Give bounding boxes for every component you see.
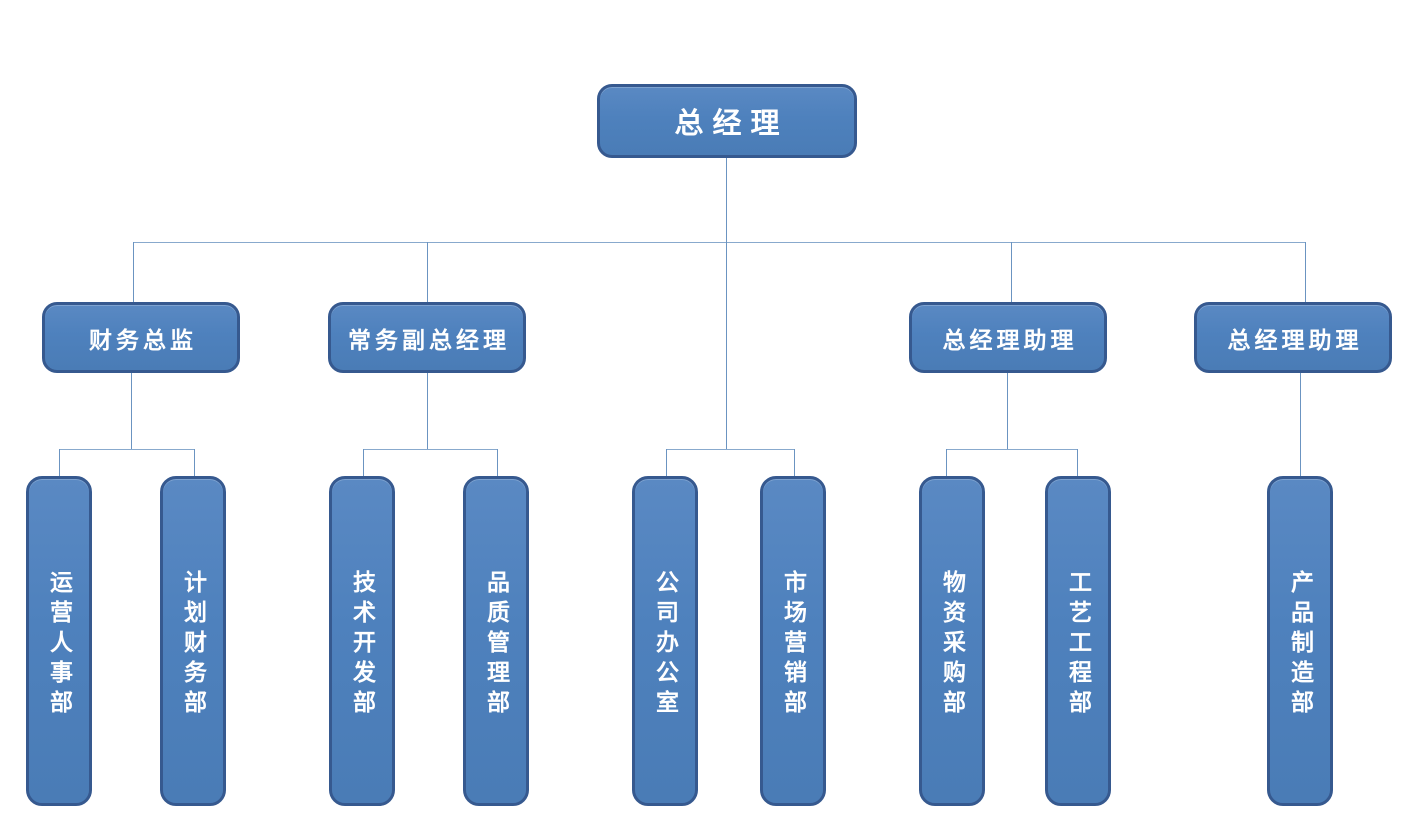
connector-finance-group-stem — [131, 373, 132, 449]
connector-center-stem — [726, 242, 727, 450]
connector-deputy-group-rail — [363, 449, 498, 450]
connector-drop-deputy-gm — [427, 242, 428, 303]
node-dept-marketing-label: 市场营销部 — [779, 569, 807, 720]
node-gm-assistant-2-label: 总经理助理 — [1227, 326, 1363, 354]
node-dept-operations-hr: 运营人事部 — [26, 476, 92, 806]
node-dept-marketing: 市场营销部 — [760, 476, 826, 806]
node-dept-materials-procurement-label: 物资采购部 — [938, 569, 966, 720]
connector-drop-planning-finance — [194, 449, 195, 477]
connector-assistant1-group-stem — [1007, 373, 1008, 449]
node-dept-process-engineering: 工艺工程部 — [1045, 476, 1111, 806]
node-dept-product-manufacturing: 产品制造部 — [1267, 476, 1333, 806]
node-dept-product-manufacturing-label: 产品制造部 — [1286, 569, 1314, 720]
connector-assistant2-stem — [1300, 373, 1301, 477]
node-dept-company-office: 公司办公室 — [632, 476, 698, 806]
node-dept-company-office-label: 公司办公室 — [651, 569, 679, 720]
connector-drop-company-office — [666, 449, 667, 477]
node-dept-planning-finance-label: 计划财务部 — [179, 569, 207, 720]
node-dept-quality-management-label: 品质管理部 — [482, 569, 510, 720]
node-dept-tech-development-label: 技术开发部 — [348, 569, 376, 720]
connector-drop-operations-hr — [59, 449, 60, 477]
connector-assistant1-group-rail — [946, 449, 1078, 450]
node-gm-assistant-1-label: 总经理助理 — [942, 326, 1078, 354]
node-finance-director: 财务总监 — [42, 302, 240, 373]
node-dept-process-engineering-label: 工艺工程部 — [1064, 569, 1092, 720]
connector-finance-group-rail — [59, 449, 195, 450]
node-dept-operations-hr-label: 运营人事部 — [45, 569, 73, 720]
connector-root-stem — [726, 158, 727, 243]
node-dept-quality-management: 品质管理部 — [463, 476, 529, 806]
connector-drop-materials-procurement — [946, 449, 947, 477]
node-dept-planning-finance: 计划财务部 — [160, 476, 226, 806]
node-dept-materials-procurement: 物资采购部 — [919, 476, 985, 806]
node-general-manager-label: 总经理 — [674, 106, 789, 140]
connector-drop-finance-director — [133, 242, 134, 303]
connector-drop-gm-assistant-1 — [1011, 242, 1012, 303]
node-gm-assistant-2: 总经理助理 — [1194, 302, 1392, 373]
node-gm-assistant-1: 总经理助理 — [909, 302, 1107, 373]
node-general-manager: 总经理 — [597, 84, 857, 158]
connector-drop-quality-management — [497, 449, 498, 477]
connector-top-rail — [133, 242, 1306, 243]
connector-drop-process-engineering — [1077, 449, 1078, 477]
connector-drop-tech-development — [363, 449, 364, 477]
node-dept-tech-development: 技术开发部 — [329, 476, 395, 806]
connector-deputy-group-stem — [427, 373, 428, 449]
node-deputy-general-manager-label: 常务副总经理 — [348, 326, 510, 354]
node-finance-director-label: 财务总监 — [89, 326, 197, 354]
connector-drop-marketing — [794, 449, 795, 477]
node-deputy-general-manager: 常务副总经理 — [328, 302, 526, 373]
connector-center-group-rail — [666, 449, 795, 450]
connector-drop-gm-assistant-2 — [1305, 242, 1306, 303]
